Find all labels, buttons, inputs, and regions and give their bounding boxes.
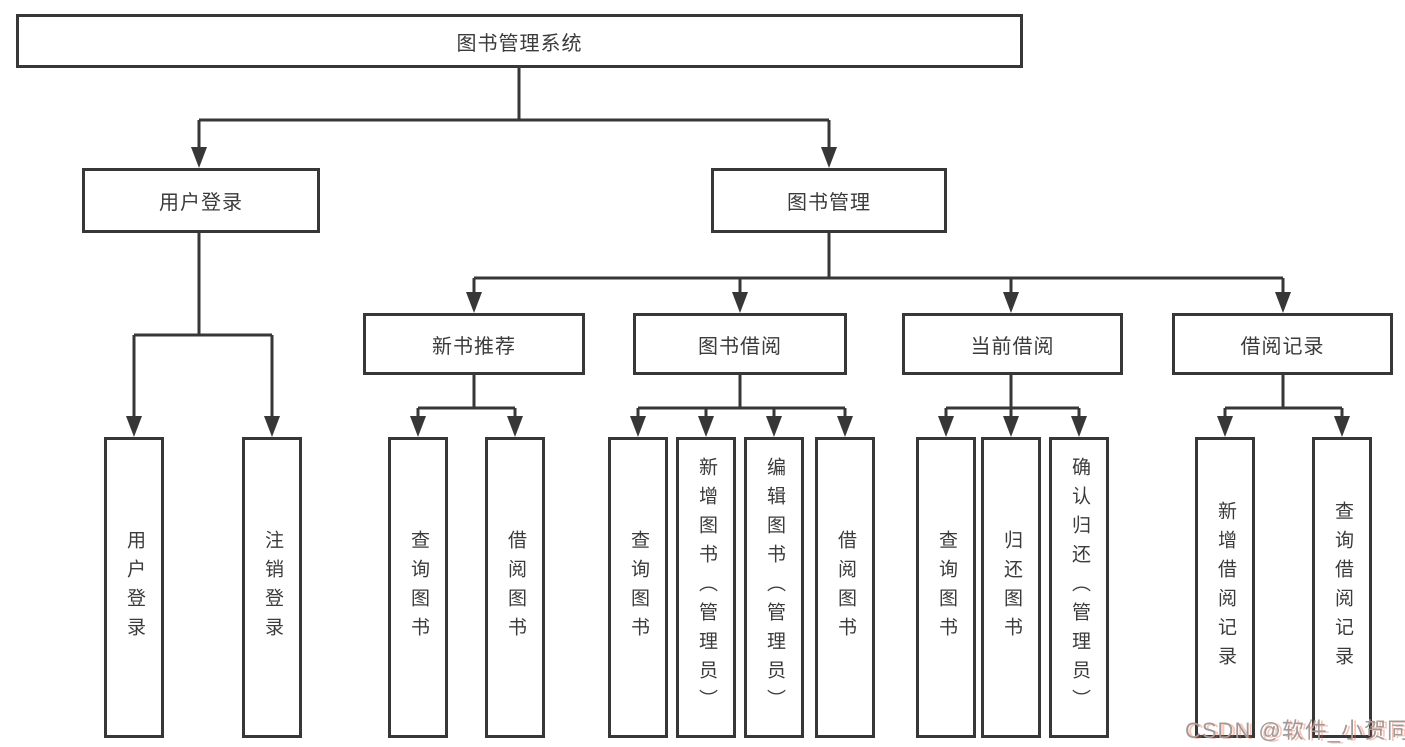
node-root: 图书管理系统 <box>16 14 1023 68</box>
watermark: CSDN @软件_小贺同学 <box>1185 718 1405 743</box>
node-logout: 注销登录 <box>242 437 302 738</box>
node-bb-edit-books: 编辑图书（管理员） <box>744 437 804 738</box>
node-bb-query-books: 查询图书 <box>608 437 668 738</box>
node-new-book-recommend: 新书推荐 <box>363 313 585 375</box>
node-cb-return-books: 归还图书 <box>981 437 1041 738</box>
node-rec-query-books: 查询图书 <box>388 437 448 738</box>
node-br-query-record: 查询借阅记录 <box>1312 437 1372 738</box>
node-br-add-record: 新增借阅记录 <box>1195 437 1255 738</box>
node-book-management: 图书管理 <box>711 168 947 233</box>
node-current-borrow: 当前借阅 <box>902 313 1123 375</box>
node-cb-query-books: 查询图书 <box>916 437 976 738</box>
node-borrow-records: 借阅记录 <box>1172 313 1393 375</box>
node-bb-add-books: 新增图书（管理员） <box>676 437 736 738</box>
node-rec-borrow-books: 借阅图书 <box>485 437 545 738</box>
node-user-login: 用户登录 <box>82 168 320 233</box>
node-user-login-leaf: 用户登录 <box>104 437 164 738</box>
node-cb-confirm-return: 确认归还（管理员） <box>1049 437 1109 738</box>
node-bb-borrow-books: 借阅图书 <box>815 437 875 738</box>
node-book-borrow: 图书借阅 <box>633 313 847 375</box>
